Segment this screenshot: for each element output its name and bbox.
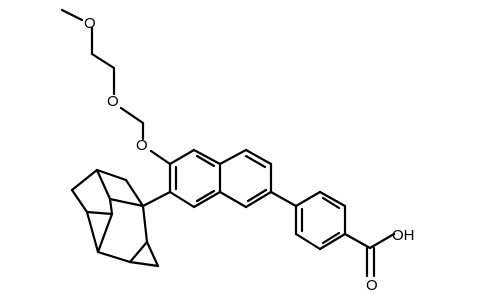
- bond-p4: [318, 232, 347, 251]
- bond-a4: [70, 188, 89, 214]
- bond-a14: [85, 210, 114, 216]
- bond-cooh-oh: [368, 232, 396, 250]
- atom-o-ether-mid: O: [107, 93, 119, 110]
- bond-a5: [95, 168, 112, 201]
- bond-a2: [95, 168, 128, 182]
- bond-a9: [85, 210, 100, 254]
- bond-n5: [168, 190, 196, 209]
- bond-a11: [128, 240, 149, 264]
- bond-a10: [96, 250, 132, 264]
- bond-p1: [294, 190, 322, 208]
- atom-carboxyl-o: O: [366, 277, 378, 294]
- bond-c1-c2: [90, 52, 116, 70]
- bond-n7-inner: [244, 154, 267, 169]
- bond-n7: [218, 148, 248, 166]
- bond-n2-inner: [195, 154, 216, 168]
- bond-a12: [128, 260, 160, 268]
- bond-p2: [318, 190, 347, 208]
- bond-n10: [244, 190, 273, 209]
- bond-lines: [60, 8, 396, 278]
- bond-naph-adamantane: [141, 190, 172, 208]
- atom-o-aryl-ether: O: [136, 137, 148, 154]
- bond-a3: [70, 168, 99, 192]
- bond-n8: [244, 148, 273, 166]
- bond-p4-inner: [321, 231, 341, 245]
- bond-ch3-o1: [60, 8, 84, 22]
- bond-p2-inner: [321, 196, 341, 210]
- atom-labels: O O O OH O: [84, 15, 415, 294]
- bond-a15: [96, 212, 114, 254]
- bond-phenyl-cooh: [343, 232, 372, 250]
- bond-n4: [192, 190, 222, 209]
- bond-a7: [108, 197, 114, 216]
- bond-o2-c3: [119, 106, 145, 125]
- bond-n4-inner: [195, 189, 216, 203]
- bond-o3-aryl: [149, 149, 172, 166]
- bond-naph-phenyl: [269, 190, 298, 208]
- bond-n11: [218, 190, 248, 209]
- bond-a1: [124, 178, 145, 208]
- atom-o-methoxy: O: [84, 15, 96, 32]
- bond-p5: [294, 232, 322, 251]
- atom-carboxyl-oh: OH: [392, 227, 415, 244]
- bond-a6: [108, 197, 145, 208]
- bond-a8: [141, 204, 149, 244]
- bond-a13: [145, 240, 160, 268]
- bond-n1: [168, 148, 196, 166]
- bond-n10-inner: [246, 188, 268, 203]
- bond-n2: [192, 148, 222, 166]
